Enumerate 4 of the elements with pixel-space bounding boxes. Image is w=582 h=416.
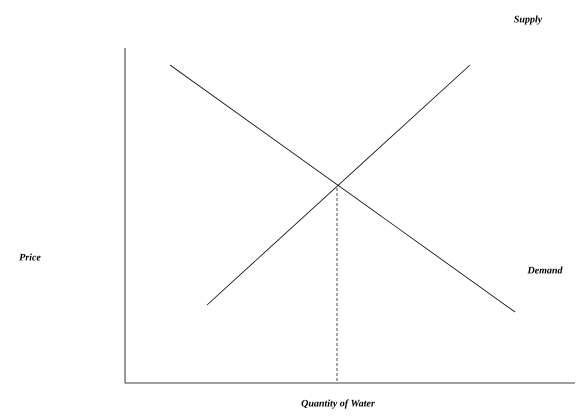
axis-label: Price (19, 253, 41, 261)
axis-label: Supply (514, 15, 542, 25)
axis-label: Demand (527, 266, 563, 274)
axis-label: Quantity of Water (302, 399, 375, 409)
